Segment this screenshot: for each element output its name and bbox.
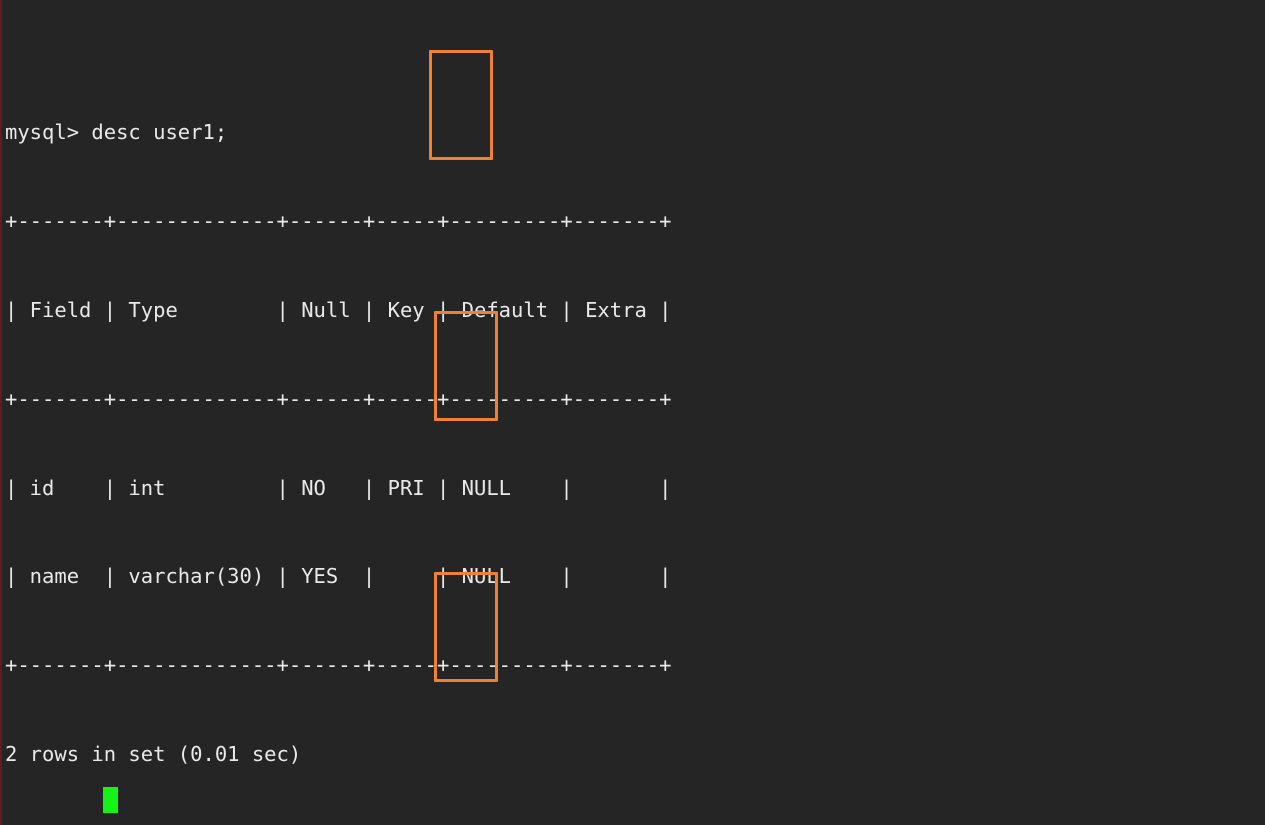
table-rule-mid-1: +-------+-------------+------+-----+----… <box>5 386 672 411</box>
table-row-1-name: | name | varchar(30) | YES | | NULL | | <box>5 564 672 589</box>
table-rule-top-1: +-------+-------------+------+-----+----… <box>5 209 672 234</box>
terminal-screen: mysql> desc user1; +-------+------------… <box>5 0 671 825</box>
text-cursor <box>103 787 118 813</box>
command-line-1: mysql> desc user1; <box>5 120 228 145</box>
result-line-1: 2 rows in set (0.01 sec) <box>5 741 302 766</box>
table-rule-bot-1: +-------+-------------+------+-----+----… <box>5 653 672 678</box>
table-row-1-id: | id | int | NO | PRI | NULL | | <box>5 475 672 500</box>
table-header-1: | Field | Type | Null | Key | Default | … <box>5 297 672 322</box>
